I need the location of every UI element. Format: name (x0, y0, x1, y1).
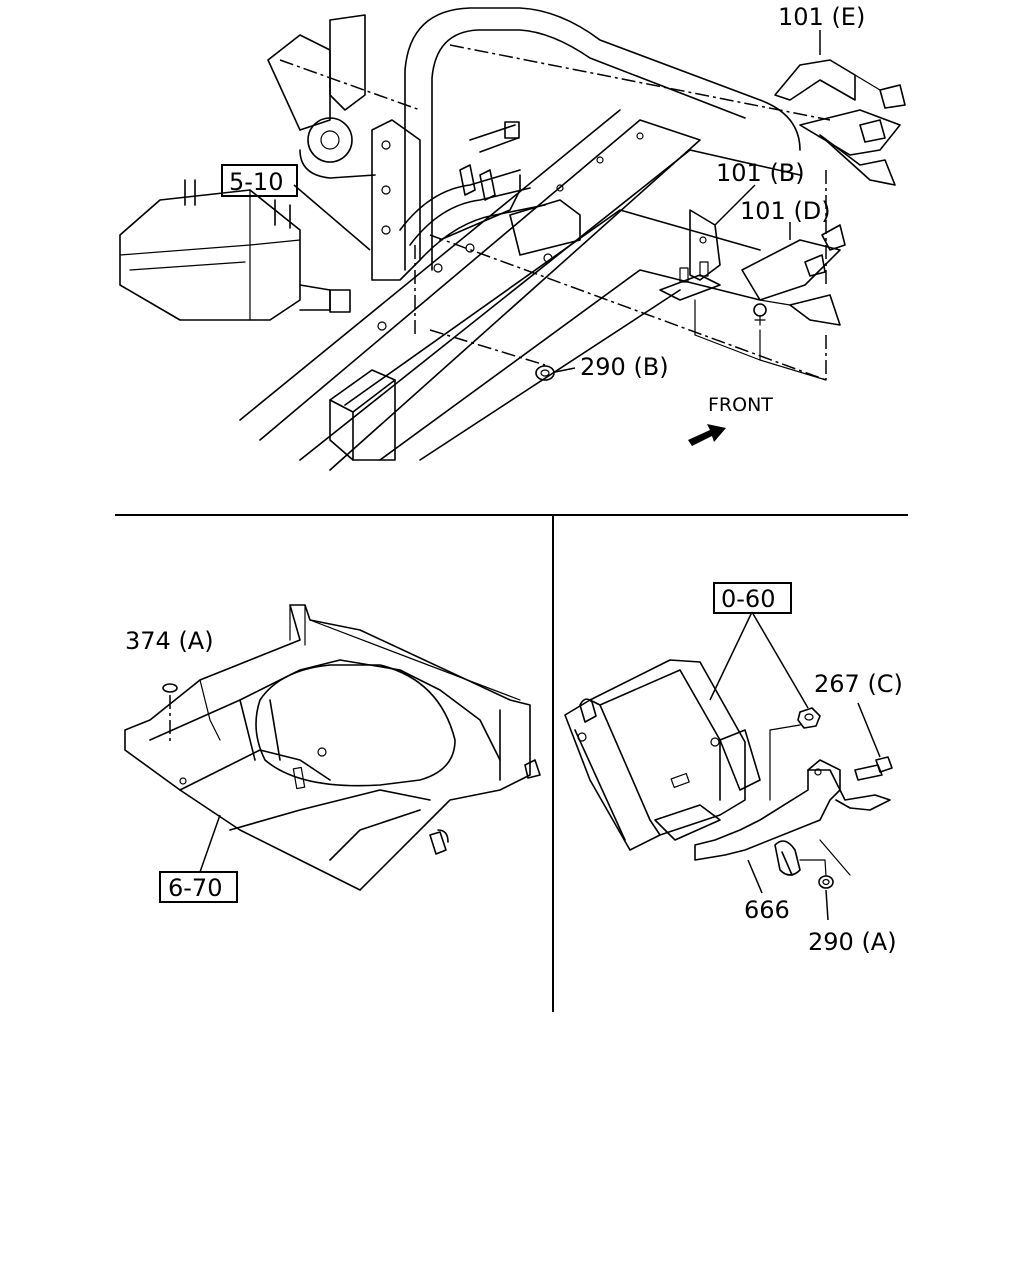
svg-text:6-70: 6-70 (168, 874, 222, 902)
svg-text:0-60: 0-60 (721, 585, 775, 613)
floor-panel-view (124, 604, 541, 891)
bracket-pipe (404, 7, 801, 271)
label-290a: 290 (A) (808, 928, 897, 956)
bracket-101b (659, 209, 721, 336)
front-label: FRONT (708, 394, 773, 416)
grommet-374a (162, 683, 178, 745)
washer-290a (818, 875, 834, 889)
ref-box-6-70: 6-70 (159, 871, 238, 903)
ecu-module (564, 659, 746, 851)
bracket-101e (774, 59, 906, 186)
label-101e: 101 (E) (778, 3, 865, 31)
label-101b: 101 (B) (716, 159, 805, 187)
label-374a: 374 (A) (125, 627, 214, 655)
label-267c: 267 (C) (814, 670, 903, 698)
label-290b: 290 (B) (580, 353, 669, 381)
frame-rail-main (259, 119, 701, 471)
ref-box-5-10: 5-10 (221, 164, 298, 197)
ref-box-0-60: 0-60 (713, 582, 792, 614)
engine-mount (329, 14, 366, 111)
transmission-case (119, 189, 301, 321)
ecu-bracket-view (564, 611, 893, 921)
label-101d: 101 (D) (740, 197, 831, 225)
cross-member (329, 369, 396, 461)
nut-0-60 (797, 707, 821, 729)
bolt-267c (854, 756, 893, 781)
nut-290b (535, 365, 555, 381)
bracket-101d (741, 224, 846, 326)
callout-labels: 101 (E) 101 (B) 101 (D) 290 (B) FRONT 37… (125, 3, 903, 956)
top-assembly-view (119, 7, 906, 471)
label-666: 666 (744, 896, 790, 924)
mount-plate (371, 119, 421, 281)
wiring-harness (399, 169, 521, 231)
bolt (753, 303, 767, 361)
bracket-666 (694, 729, 891, 876)
svg-text:5-10: 5-10 (229, 168, 283, 196)
arrow-right-icon (688, 424, 726, 446)
